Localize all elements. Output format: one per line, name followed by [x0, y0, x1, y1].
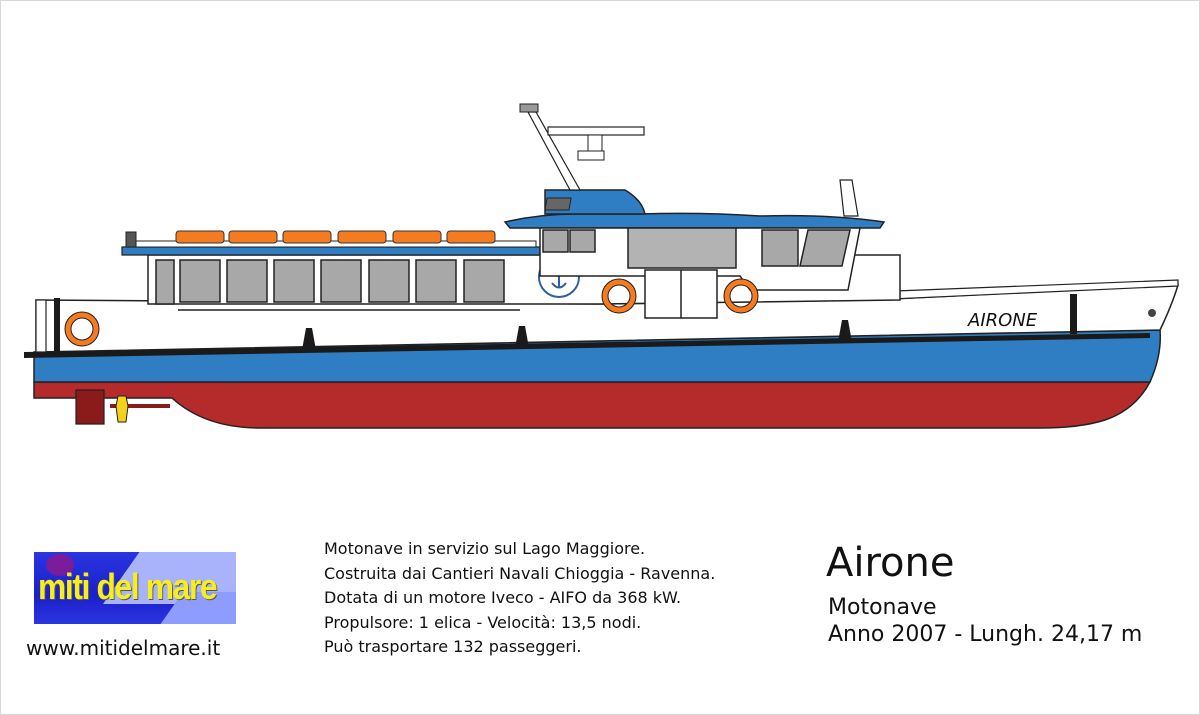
lifebuoys — [65, 279, 758, 346]
window — [799, 229, 851, 267]
rub-rail — [24, 333, 1150, 358]
bollard — [1070, 294, 1077, 334]
lifeboat — [282, 230, 332, 244]
bridge-windows — [542, 229, 851, 267]
ship-description: Motonave in servizio sul Lago Maggiore. … — [324, 537, 784, 660]
brand-logo[interactable]: miti del mare — [34, 552, 236, 624]
wheelhouse-top — [544, 189, 646, 215]
mast — [526, 111, 582, 191]
lifebuoy — [65, 312, 99, 346]
radar-antenna — [547, 126, 645, 136]
lifebuoy — [602, 279, 636, 313]
radar-mount — [587, 134, 603, 152]
website-url[interactable]: www.mitidelmare.it — [26, 636, 221, 660]
propeller — [115, 395, 129, 423]
description-line: Dotata di un motore Iveco - AIFO da 368 … — [324, 588, 682, 607]
hull-waterline-blue — [33, 329, 1162, 383]
bollards — [302, 294, 1077, 350]
ship-profile-drawing: AIRONE — [24, 103, 1180, 429]
description-line: Motonave in servizio sul Lago Maggiore. — [324, 539, 646, 558]
window — [179, 259, 221, 303]
rudder — [75, 389, 105, 425]
description-line: Propulsore: 1 elica - Velocità: 13,5 nod… — [324, 612, 642, 632]
passenger-windows — [155, 259, 505, 305]
window — [415, 259, 457, 303]
logo-text: miti del mare — [38, 566, 218, 607]
stern-bitt — [54, 298, 60, 352]
upper-deck-roof — [121, 246, 541, 256]
forward-mast — [839, 179, 859, 217]
window — [226, 259, 268, 303]
stern-post — [35, 299, 47, 353]
window — [368, 259, 410, 303]
lifeboat — [392, 230, 442, 244]
radar-base — [577, 150, 605, 161]
bollard — [515, 326, 529, 348]
window — [761, 229, 799, 267]
propeller-shaft — [110, 404, 170, 408]
logo-dot — [46, 554, 74, 576]
window — [320, 259, 362, 303]
lifeboats — [175, 230, 496, 244]
hull-underwater-red — [33, 381, 1152, 429]
window — [155, 259, 175, 305]
window — [273, 259, 315, 303]
bridge-roof — [503, 212, 886, 229]
ship-type: Motonave — [828, 595, 937, 620]
mast-light-aft — [125, 231, 137, 248]
lifebuoy — [724, 279, 758, 313]
description-line: Può trasportare 132 passeggeri. — [324, 637, 582, 656]
bollard — [302, 328, 316, 350]
lifeboat — [175, 230, 225, 244]
window — [463, 259, 505, 303]
lifeboat — [228, 230, 278, 244]
lifeboat — [446, 230, 496, 244]
ship-title: Airone — [826, 540, 955, 586]
ship-year-length: Anno 2007 - Lungh. 24,17 m — [828, 622, 1143, 647]
engine-casing — [627, 227, 737, 269]
window — [542, 229, 569, 253]
wheelhouse-window — [544, 197, 572, 211]
window — [569, 229, 596, 253]
bollard — [838, 320, 852, 342]
hull-name-label: AIRONE — [967, 310, 1038, 331]
mast-top-light — [519, 103, 539, 113]
hawse-pipe — [1148, 309, 1156, 317]
lifeboat — [337, 230, 387, 244]
description-line: Costruita dai Cantieri Navali Chioggia -… — [324, 563, 716, 583]
